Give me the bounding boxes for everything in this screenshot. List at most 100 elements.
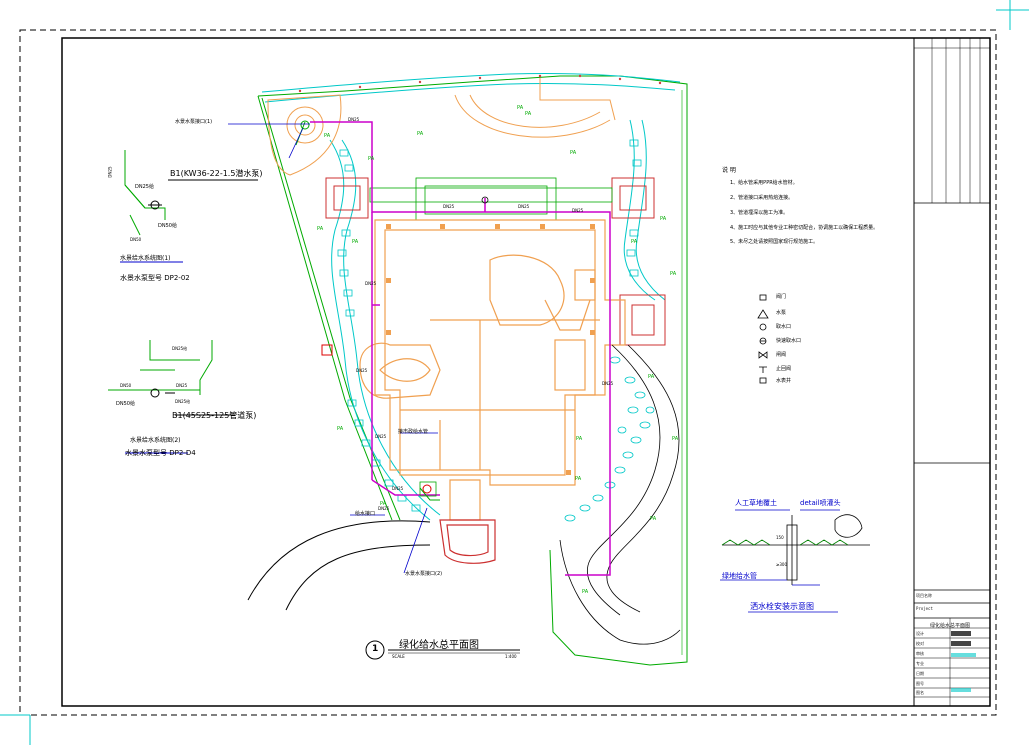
detail1-pipe-d: DN50 — [130, 237, 142, 242]
title-block-row: 审核 — [916, 651, 924, 656]
sprinkler-caption: 洒水栓安装示意图 — [750, 602, 814, 611]
svg-text:DN25: DN25 — [518, 204, 530, 209]
detail2-pipe-a: DN25给 — [172, 346, 188, 351]
svg-text:PA: PA — [417, 131, 424, 137]
svg-text:PA: PA — [670, 271, 677, 277]
detail1-pump-label: B1(KW36-22-1.5潜水泵) — [170, 169, 263, 178]
svg-text:DN25: DN25 — [572, 208, 584, 213]
svg-text:PA: PA — [582, 589, 589, 595]
legend-label: 快速取水口 — [776, 338, 802, 344]
svg-text:PA: PA — [631, 239, 638, 245]
svg-text:PA: PA — [517, 105, 524, 111]
svg-text:PA: PA — [317, 226, 324, 232]
svg-text:DN25: DN25 — [602, 381, 614, 386]
title-block-row: 图名 — [916, 690, 924, 695]
svg-text:PA: PA — [324, 133, 331, 139]
svg-text:DN25: DN25 — [392, 486, 404, 491]
legend-label: 水表井 — [776, 378, 792, 384]
detail1-pipe-c: DN50给 — [158, 223, 177, 229]
detail1-pipe-a: DN25 — [107, 166, 113, 178]
svg-text:DN25: DN25 — [365, 281, 377, 286]
detail2-pipe-d: DN25 — [176, 383, 188, 388]
plan-outlet-label: 给水接口 — [355, 511, 376, 517]
svg-text:DN25: DN25 — [443, 204, 455, 209]
note-item: 1、给水管采用PPR给水管材。 — [730, 180, 798, 186]
pavilion-left — [325, 177, 369, 219]
scale-label: SCALE — [392, 654, 405, 659]
water-supply-pipe — [310, 121, 611, 576]
outer-dashed-frame — [19, 29, 997, 716]
note-item: 2、管道接口采用热熔连接。 — [730, 195, 794, 201]
svg-text:PA: PA — [570, 150, 577, 156]
svg-text:PA: PA — [525, 111, 532, 117]
detail2-caption: 水景给水系统图(2) — [130, 437, 181, 444]
svg-text:DN25: DN25 — [356, 368, 368, 373]
drawing-title: 绿化给水总平面图 — [399, 640, 479, 651]
leader-lines — [228, 123, 438, 574]
title-block-row: Project — [916, 606, 933, 611]
legend-label: 止回阀 — [776, 366, 792, 372]
legend-label: 阀门 — [776, 294, 787, 300]
scale-value: 1:400 — [505, 654, 517, 659]
legend-label: 取水口 — [776, 324, 792, 330]
svg-text:PA: PA — [380, 501, 387, 507]
svg-text:DN25: DN25 — [348, 117, 360, 122]
svg-text:PA: PA — [368, 156, 375, 162]
title-block-row: 校对 — [916, 641, 924, 646]
svg-text:PA: PA — [575, 476, 582, 482]
note-item: 4、施工时应与其他专业工种密切配合，协调施工以确保工程质量。 — [730, 225, 879, 231]
detail1-subcaption: 水景水泵型号 DP2-02 — [120, 274, 190, 282]
title-block-row: 图号 — [916, 681, 924, 686]
detail2-pump-label: B1(45S25-125管道泵) — [172, 411, 257, 420]
hedge-band — [261, 72, 681, 521]
stream — [559, 344, 681, 645]
note-item: 3、管道埋深以施工为准。 — [730, 210, 789, 216]
svg-text:PA: PA — [650, 516, 657, 522]
svg-text:PA: PA — [672, 436, 679, 442]
sprinkler-depth: ≥300 — [776, 562, 787, 567]
detail2-pipe-c: DN50给 — [116, 401, 135, 407]
plan-pump-symbols — [321, 196, 489, 497]
sprinkler-label-a: 人工草地覆土 — [735, 499, 777, 507]
drawing-border — [61, 37, 991, 707]
title-block-row: 专业 — [916, 661, 924, 666]
notes-heading: 说 明 — [722, 167, 736, 174]
title-block — [913, 38, 990, 706]
sprinkler-dim: 150 — [776, 535, 784, 540]
site-boundary — [257, 75, 688, 666]
svg-text:PA: PA — [660, 216, 667, 222]
detail1-caption: 水景给水系统图(1) — [120, 255, 171, 262]
stream-pebbles — [564, 356, 655, 522]
building-footprint — [359, 219, 626, 564]
detail-1-schematic — [120, 150, 258, 263]
svg-text:PA: PA — [352, 239, 359, 245]
plan-pump-1-label: 水景水泵接口(1) — [175, 119, 213, 125]
detail2-pipe-b: DN50 — [120, 383, 132, 388]
detail1-pipe-b: DN25给 — [135, 184, 154, 190]
terrace-right — [619, 294, 666, 346]
title-block-drawing-name: 绿化给水总平面图 — [930, 623, 971, 629]
circular-plaza — [267, 94, 342, 176]
plan-connection-label: 接市政给水管 — [398, 429, 429, 435]
svg-text:DN25: DN25 — [378, 506, 390, 511]
legend-label: 闸阀 — [776, 352, 787, 358]
detail-2-schematic — [108, 340, 235, 454]
svg-text:PA: PA — [576, 436, 583, 442]
title-underline — [365, 640, 520, 660]
sprinkler-detail — [720, 509, 870, 613]
title-block-row: 项目名称 — [916, 593, 932, 598]
driveway-curve — [247, 520, 431, 611]
hedge-dots — [298, 74, 662, 93]
top-walkway — [369, 177, 613, 221]
title-block-row: 设计 — [916, 631, 924, 636]
building-columns — [386, 224, 595, 475]
legend-label: 水泵 — [776, 310, 787, 316]
arc-garden — [454, 78, 616, 138]
sprinkler-label-c: 绿地给水管 — [722, 572, 757, 580]
detail2-pipe-e: DN25给 — [175, 399, 191, 404]
svg-text:DN25: DN25 — [375, 434, 387, 439]
detail2-subcaption: 水景水泵型号 DP2-D4 — [125, 449, 196, 457]
